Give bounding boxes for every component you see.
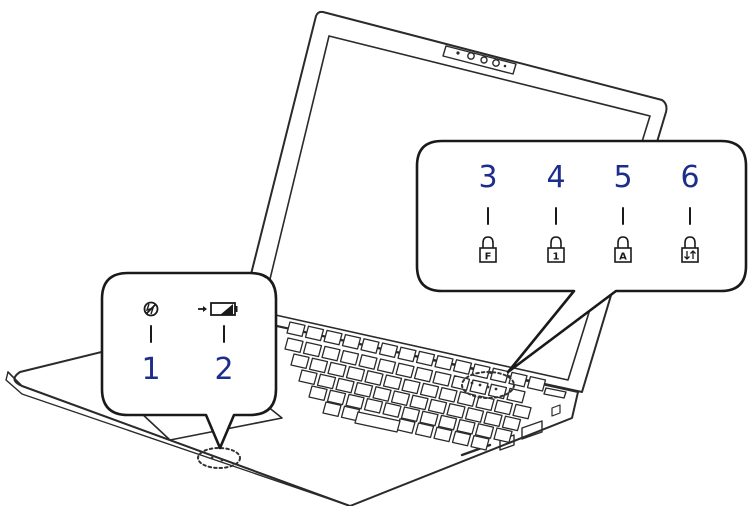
keyboard-key [456,418,476,435]
keyboard-key [390,390,411,407]
webcam-bar [442,45,517,75]
keyboard-key [378,342,399,359]
keyboard-key [409,394,429,411]
keyboard-key [345,393,365,410]
keyboard-key [434,354,454,371]
keyboard-key [321,345,341,362]
keyboard-key [493,399,514,416]
battery-charging-indicator-icon [198,302,238,316]
keyboard-key [323,329,343,346]
keyboard-key [341,333,362,350]
indicator-number-2: 2 [214,352,234,387]
keyboard-key [382,374,403,391]
keyboard-key [493,427,513,444]
keyboard-key [395,362,415,379]
power-indicator-icon [143,301,159,317]
indicator-number-6: 6 [680,160,700,195]
caps-lock-letter: A [619,252,627,263]
keyboard-key [372,386,392,402]
keyboard-key [308,385,328,402]
keyboard-key [433,426,453,443]
keyboard-key [308,357,329,374]
keyboard-key [397,346,417,363]
keyboard-key [360,338,380,354]
keyboard-key [327,361,347,378]
keyboard-indicator-marker [461,371,515,399]
indicator-number-3: 3 [478,160,498,195]
keyboard-key [414,422,435,439]
keyboard-key [438,386,458,403]
keyboard-key [419,410,439,427]
keyboard-key [456,391,477,407]
keyboard-key [413,366,434,383]
keyboard-key [452,359,473,375]
leader-lines [150,207,691,343]
keyboard-key [363,397,384,414]
keyboard-key [364,370,384,386]
keyboard-key [382,402,402,418]
keyboard-key [326,389,347,406]
keyboard-key [464,407,485,423]
keyboard-key [358,354,378,370]
keyboard-key [286,321,306,338]
keyboard-key [284,337,304,354]
keyboard-key [302,341,323,358]
indicator-number-4: 4 [546,160,566,195]
keyboard-key [322,401,342,418]
space-bar-key [354,411,401,433]
keyboard-key [353,381,374,398]
keyboard-key [290,353,310,370]
caps-lock-icon [614,236,632,263]
keyboard-key [483,411,503,428]
keyboard-key [298,369,318,386]
keyboard-key [446,402,466,419]
keyboard-key [506,387,526,404]
fn-lock-letter: F [485,252,492,263]
keyboard-key [419,382,440,399]
indicator-number-5: 5 [613,160,633,195]
left-callout-bubble [100,271,278,450]
keyboard-key [400,406,421,423]
keyboard-key [339,349,360,366]
keyboard-key [335,377,355,394]
keyboard-key [415,350,436,367]
keyboard-key [512,403,532,420]
keyboard-key [345,365,366,382]
keyboard-key [437,414,458,431]
keyboard-key [376,358,397,375]
indicator-number-1: 1 [141,352,161,387]
keyboard-key [451,430,472,447]
right-callout-bubble [415,139,748,374]
power-button [543,387,567,399]
fn-lock-icon [479,236,497,263]
keyboard-key [401,378,421,395]
keyboard-key [471,363,491,380]
keyboard-key [304,325,325,342]
keyboard-key [474,423,495,439]
keyboard-key [501,415,522,432]
keyboard-key [508,371,528,388]
num-lock-icon [547,236,565,263]
keyboard-key [470,434,490,451]
keyboard-key [316,373,337,390]
scroll-lock-icon [681,236,699,263]
num-lock-letter: 1 [553,252,560,263]
keyboard-key [469,379,489,396]
keyboard-key [432,370,452,387]
keyboard-key [427,398,448,415]
keyboard-key [526,375,547,392]
